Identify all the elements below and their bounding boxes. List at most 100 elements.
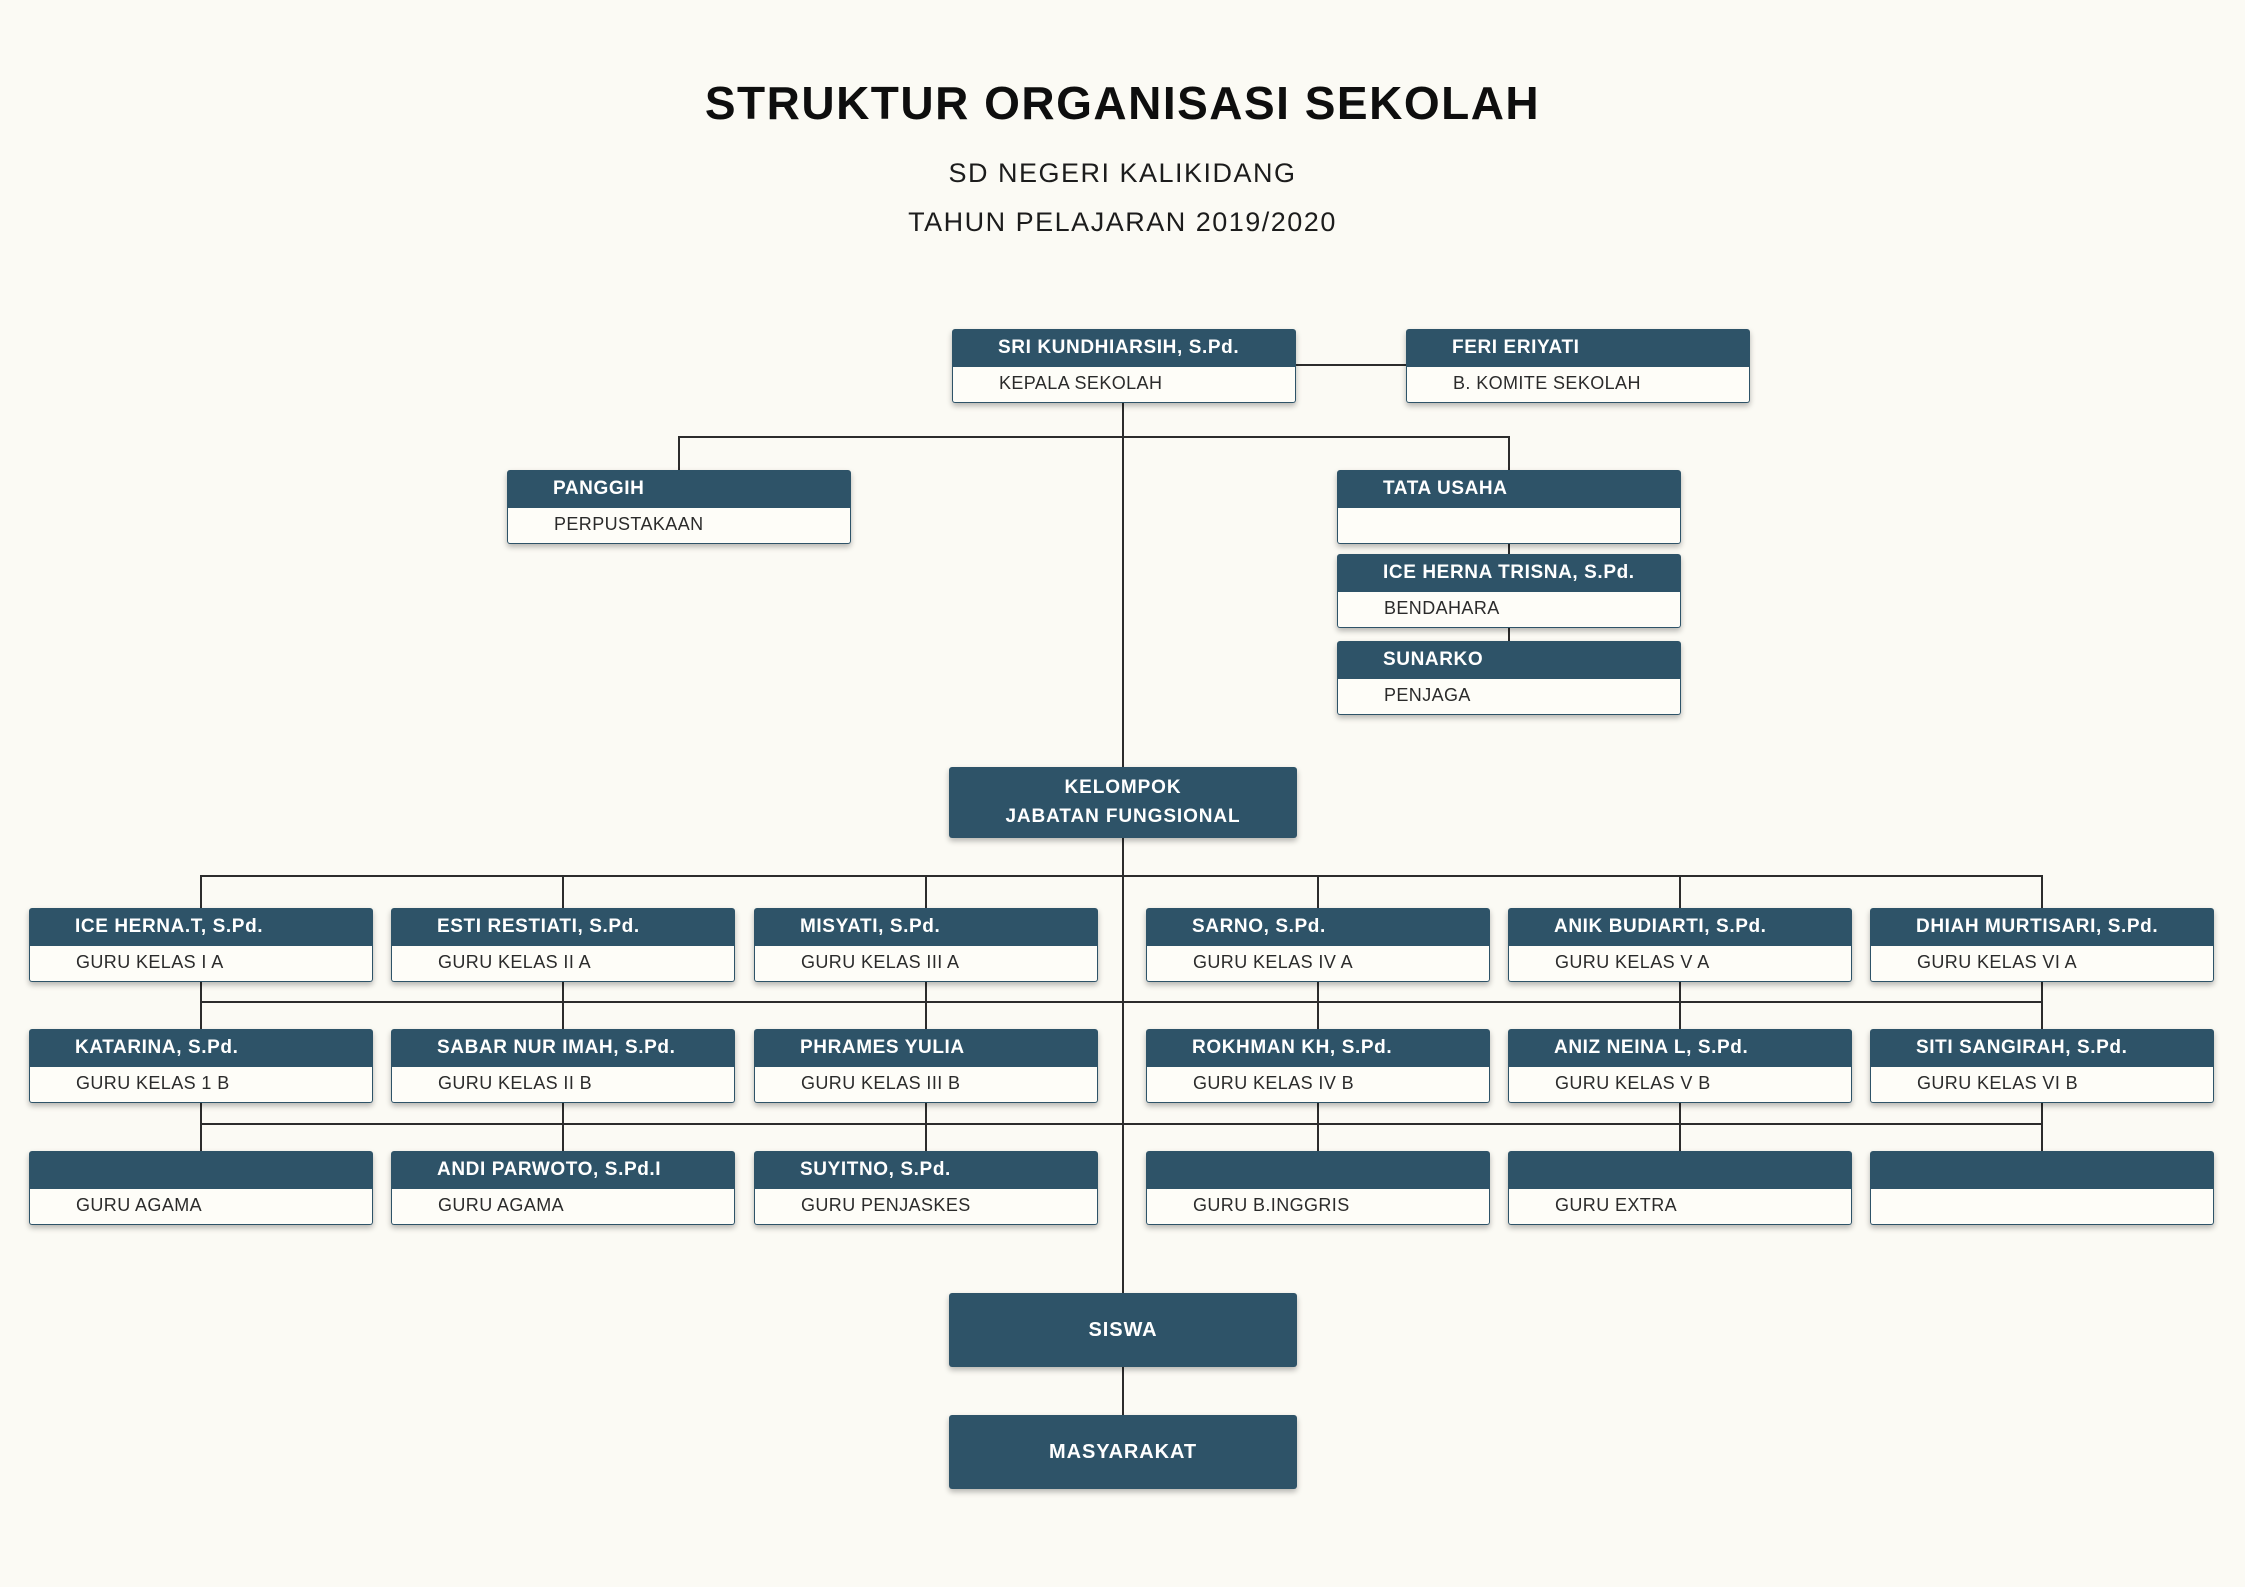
node-empty-name (1870, 1151, 2214, 1189)
perpustakaan-role: PERPUSTAKAAN (507, 508, 851, 544)
guru-extra-role: GURU EXTRA (1508, 1189, 1852, 1225)
connector-branch (678, 436, 1510, 438)
connector-row1-drop-6 (2041, 875, 2043, 908)
connector-row1-drop-3 (925, 875, 927, 908)
node-guru-binggris: GURU B.INGGRIS (1146, 1151, 1490, 1225)
connector-kepala-komite (1296, 364, 1406, 366)
connector-gap2-1 (200, 1103, 202, 1151)
guru-agama-1-name (29, 1151, 373, 1189)
penjaga-name: SUNARKO (1337, 641, 1681, 679)
guru-kelas-2b-role: GURU KELAS II B (391, 1067, 735, 1103)
school-name: SD NEGERI KALIKIDANG (948, 158, 1297, 188)
node-guru-kelas-1a: ICE HERNA.T, S.Pd. GURU KELAS I A (29, 908, 373, 982)
node-guru-kelas-2b: SABAR NUR IMAH, S.Pd. GURU KELAS II B (391, 1029, 735, 1103)
guru-kelas-4a-name: SARNO, S.Pd. (1146, 908, 1490, 946)
connector-gap1-2 (562, 982, 564, 1029)
guru-kelas-3b-name: PHRAMES YULIA (754, 1029, 1098, 1067)
komite-role: B. KOMITE SEKOLAH (1406, 367, 1750, 403)
guru-kelas-5a-role: GURU KELAS V A (1508, 946, 1852, 982)
guru-kelas-6b-role: GURU KELAS VI B (1870, 1067, 2214, 1103)
guru-kelas-4b-name: ROKHMAN KH, S.Pd. (1146, 1029, 1490, 1067)
bendahara-name: ICE HERNA TRISNA, S.Pd. (1337, 554, 1681, 592)
komite-name: FERI ERIYATI (1406, 329, 1750, 367)
guru-kelas-6b-name: SITI SANGIRAH, S.Pd. (1870, 1029, 2214, 1067)
node-guru-kelas-3a: MISYATI, S.Pd. GURU KELAS III A (754, 908, 1098, 982)
node-siswa: SISWA (949, 1293, 1297, 1367)
node-guru-agama-1: GURU AGAMA (29, 1151, 373, 1225)
connector-gap1-4 (1317, 982, 1319, 1029)
connector-gap2-2 (562, 1103, 564, 1151)
guru-binggris-role: GURU B.INGGRIS (1146, 1189, 1490, 1225)
node-tata-usaha: TATA USAHA (1337, 470, 1681, 544)
kelompok-line2: JABATAN FUNGSIONAL (1005, 805, 1241, 827)
guru-kelas-3a-role: GURU KELAS III A (754, 946, 1098, 982)
guru-kelas-1b-name: KATARINA, S.Pd. (29, 1029, 373, 1067)
connector-row1-drop-5 (1679, 875, 1681, 908)
guru-kelas-5b-role: GURU KELAS V B (1508, 1067, 1852, 1103)
node-kepala-sekolah: SRI KUNDHIARSIH, S.Pd. KEPALA SEKOLAH (952, 329, 1296, 403)
node-guru-kelas-6a: DHIAH MURTISARI, S.Pd. GURU KELAS VI A (1870, 908, 2214, 982)
node-guru-extra: GURU EXTRA (1508, 1151, 1852, 1225)
guru-kelas-2a-role: GURU KELAS II A (391, 946, 735, 982)
guru-extra-name (1508, 1151, 1852, 1189)
bendahara-role: BENDAHARA (1337, 592, 1681, 628)
guru-kelas-3b-role: GURU KELAS III B (754, 1067, 1098, 1103)
node-guru-kelas-6b: SITI SANGIRAH, S.Pd. GURU KELAS VI B (1870, 1029, 2214, 1103)
connector-bendahara-penjaga (1508, 628, 1510, 641)
connector-gap2-5 (1679, 1103, 1681, 1151)
connector-siswa-masyarakat (1122, 1367, 1124, 1415)
node-guru-kelas-1b: KATARINA, S.Pd. GURU KELAS 1 B (29, 1029, 373, 1103)
connector-drop-tata-usaha (1508, 436, 1510, 470)
node-empty (1870, 1151, 2214, 1225)
connector-row1-drop-2 (562, 875, 564, 908)
guru-kelas-2a-name: ESTI RESTIATI, S.Pd. (391, 908, 735, 946)
connector-gap1-3 (925, 982, 927, 1029)
node-penjaga: SUNARKO PENJAGA (1337, 641, 1681, 715)
guru-kelas-4b-role: GURU KELAS IV B (1146, 1067, 1490, 1103)
guru-kelas-4a-role: GURU KELAS IV A (1146, 946, 1490, 982)
connector-row1-spine (200, 875, 2043, 877)
node-guru-kelas-2a: ESTI RESTIATI, S.Pd. GURU KELAS II A (391, 908, 735, 982)
node-guru-kelas-5a: ANIK BUDIARTI, S.Pd. GURU KELAS V A (1508, 908, 1852, 982)
node-guru-kelas-5b: ANIZ NEINA L, S.Pd. GURU KELAS V B (1508, 1029, 1852, 1103)
guru-kelas-5a-name: ANIK BUDIARTI, S.Pd. (1508, 908, 1852, 946)
connector-gap1-1 (200, 982, 202, 1029)
node-guru-kelas-4b: ROKHMAN KH, S.Pd. GURU KELAS IV B (1146, 1029, 1490, 1103)
guru-kelas-2b-name: SABAR NUR IMAH, S.Pd. (391, 1029, 735, 1067)
siswa-label: SISWA (1088, 1318, 1158, 1341)
connector-gap2-3 (925, 1103, 927, 1151)
connector-gap2-6 (2041, 1103, 2043, 1151)
tata-usaha-role (1337, 508, 1681, 544)
node-kelompok-jabatan-fungsional: KELOMPOK JABATAN FUNGSIONAL (949, 767, 1297, 838)
connector-row2-spine (200, 1001, 2043, 1003)
node-guru-agama-2: ANDI PARWOTO, S.Pd.I GURU AGAMA (391, 1151, 735, 1225)
guru-binggris-name (1146, 1151, 1490, 1189)
guru-penjaskes-name: SUYITNO, S.Pd. (754, 1151, 1098, 1189)
node-empty-role (1870, 1189, 2214, 1225)
node-guru-kelas-3b: PHRAMES YULIA GURU KELAS III B (754, 1029, 1098, 1103)
connector-gap2-4 (1317, 1103, 1319, 1151)
guru-kelas-6a-name: DHIAH MURTISARI, S.Pd. (1870, 908, 2214, 946)
kepala-sekolah-role: KEPALA SEKOLAH (952, 367, 1296, 403)
kepala-sekolah-name: SRI KUNDHIARSIH, S.Pd. (952, 329, 1296, 367)
guru-kelas-3a-name: MISYATI, S.Pd. (754, 908, 1098, 946)
connector-row1-drop-4 (1317, 875, 1319, 908)
node-bendahara: ICE HERNA TRISNA, S.Pd. BENDAHARA (1337, 554, 1681, 628)
school-year: TAHUN PELAJARAN 2019/2020 (908, 207, 1337, 237)
penjaga-role: PENJAGA (1337, 679, 1681, 715)
guru-kelas-6a-role: GURU KELAS VI A (1870, 946, 2214, 982)
guru-kelas-1a-role: GURU KELAS I A (29, 946, 373, 982)
connector-tata-bendahara (1508, 544, 1510, 554)
guru-kelas-1a-name: ICE HERNA.T, S.Pd. (29, 908, 373, 946)
guru-agama-2-name: ANDI PARWOTO, S.Pd.I (391, 1151, 735, 1189)
masyarakat-label: MASYARAKAT (1049, 1440, 1197, 1463)
connector-gap1-6 (2041, 982, 2043, 1029)
node-guru-kelas-4a: SARNO, S.Pd. GURU KELAS IV A (1146, 908, 1490, 982)
guru-kelas-1b-role: GURU KELAS 1 B (29, 1067, 373, 1103)
connector-trunk-lower (1122, 838, 1124, 1293)
tata-usaha-name: TATA USAHA (1337, 470, 1681, 508)
connector-row3-spine (200, 1123, 2043, 1125)
connector-drop-perpustakaan (678, 436, 680, 470)
perpustakaan-name: PANGGIH (507, 470, 851, 508)
